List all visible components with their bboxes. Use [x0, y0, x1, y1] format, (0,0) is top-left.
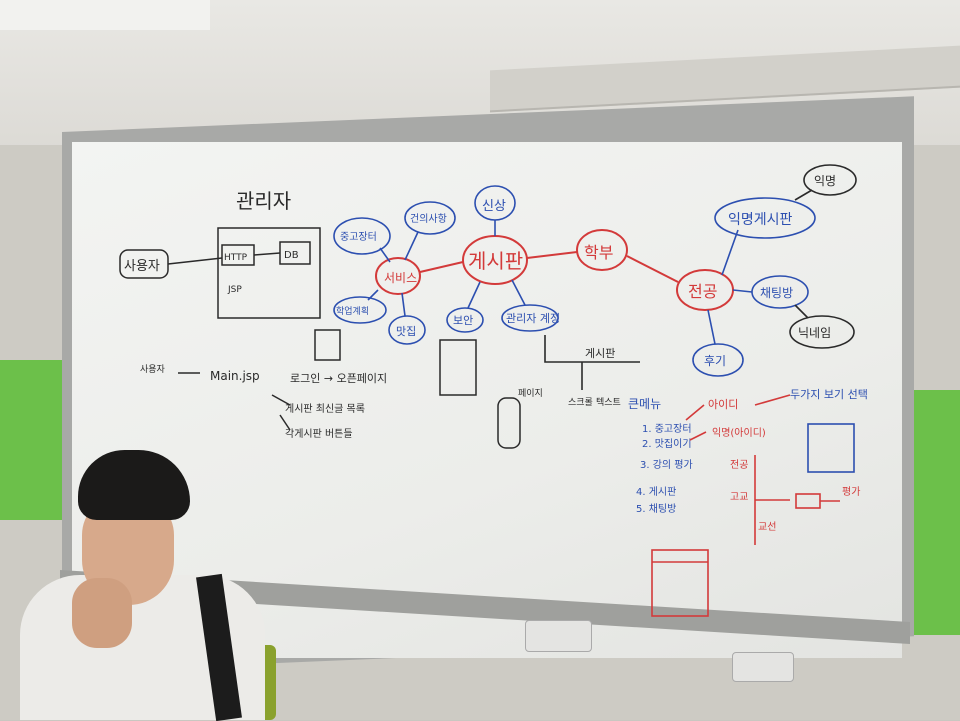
db-label: DB: [284, 250, 299, 261]
flow-user: 사용자: [140, 364, 166, 375]
node-board-sub: 게시판: [585, 347, 615, 360]
node-major: 전공: [688, 282, 717, 301]
option-id: 아이디: [708, 398, 738, 411]
whiteboard: [72, 142, 902, 658]
node-security: 보안: [453, 314, 473, 327]
node-admin-account: 관리자 계정: [506, 312, 560, 325]
flow-note-1: 게시판 최신글 목록: [285, 403, 365, 415]
menu-title: 큰메뉴: [628, 397, 661, 411]
wall-stripe-right: [905, 390, 960, 635]
option-anon-id: 익명(아이디): [712, 427, 766, 439]
menu-item-1: 1. 중고장터: [642, 423, 692, 435]
jsp-label: JSP: [227, 285, 242, 295]
person-hair: [78, 450, 190, 520]
node-service: 서비스: [384, 271, 417, 285]
flow-note-2: 각게시판 버튼들: [285, 428, 353, 440]
node-study-plan: 학업계획: [336, 305, 369, 317]
user-box-label: 사용자: [124, 259, 160, 274]
tree-major: 전공: [730, 459, 748, 471]
node-review: 후기: [704, 354, 726, 368]
node-nickname: 닉네임: [798, 326, 831, 340]
flow-main: Main.jsp: [210, 369, 260, 383]
menu-item-3: 3. 강의 평가: [640, 459, 693, 471]
node-chat-room: 채팅방: [760, 286, 793, 300]
flow-login: 로그인 → 오픈페이지: [290, 372, 387, 385]
node-anon-board: 익명게시판: [728, 212, 793, 228]
wall-stripe-left: [0, 360, 70, 520]
node-restaurant: 맛집: [396, 325, 416, 338]
node-used-market: 중고장터: [340, 231, 377, 243]
http-label: HTTP: [224, 253, 248, 263]
menu-item-5: 5. 채팅방: [636, 503, 676, 515]
tree-school: 고교: [730, 492, 748, 503]
node-faculty: 학부: [584, 243, 613, 262]
label-scroll: 스크롤: [568, 397, 593, 408]
phone-sketch: [439, 339, 477, 396]
node-board-center: 게시판: [468, 249, 523, 273]
label-page: 페이지: [518, 388, 543, 399]
menu-item-2: 2. 맛집이기: [642, 438, 692, 450]
node-suggestion: 건의사항: [410, 213, 447, 225]
node-anonymous: 익명: [814, 174, 836, 188]
tree-rating: 평가: [842, 486, 860, 498]
option-two-views: 두가지 보기 선택: [790, 388, 868, 401]
wall-device: [732, 652, 794, 682]
eraser: [525, 620, 592, 652]
tree-elective: 교선: [758, 521, 776, 533]
admin-title: 관리자: [236, 189, 291, 213]
menu-item-4: 4. 게시판: [636, 486, 676, 498]
node-profile: 신상: [482, 199, 506, 214]
system-box: [217, 227, 321, 319]
label-text: 텍스트: [596, 397, 621, 408]
person-hand: [72, 578, 132, 648]
ceiling-beam: [0, 0, 210, 30]
